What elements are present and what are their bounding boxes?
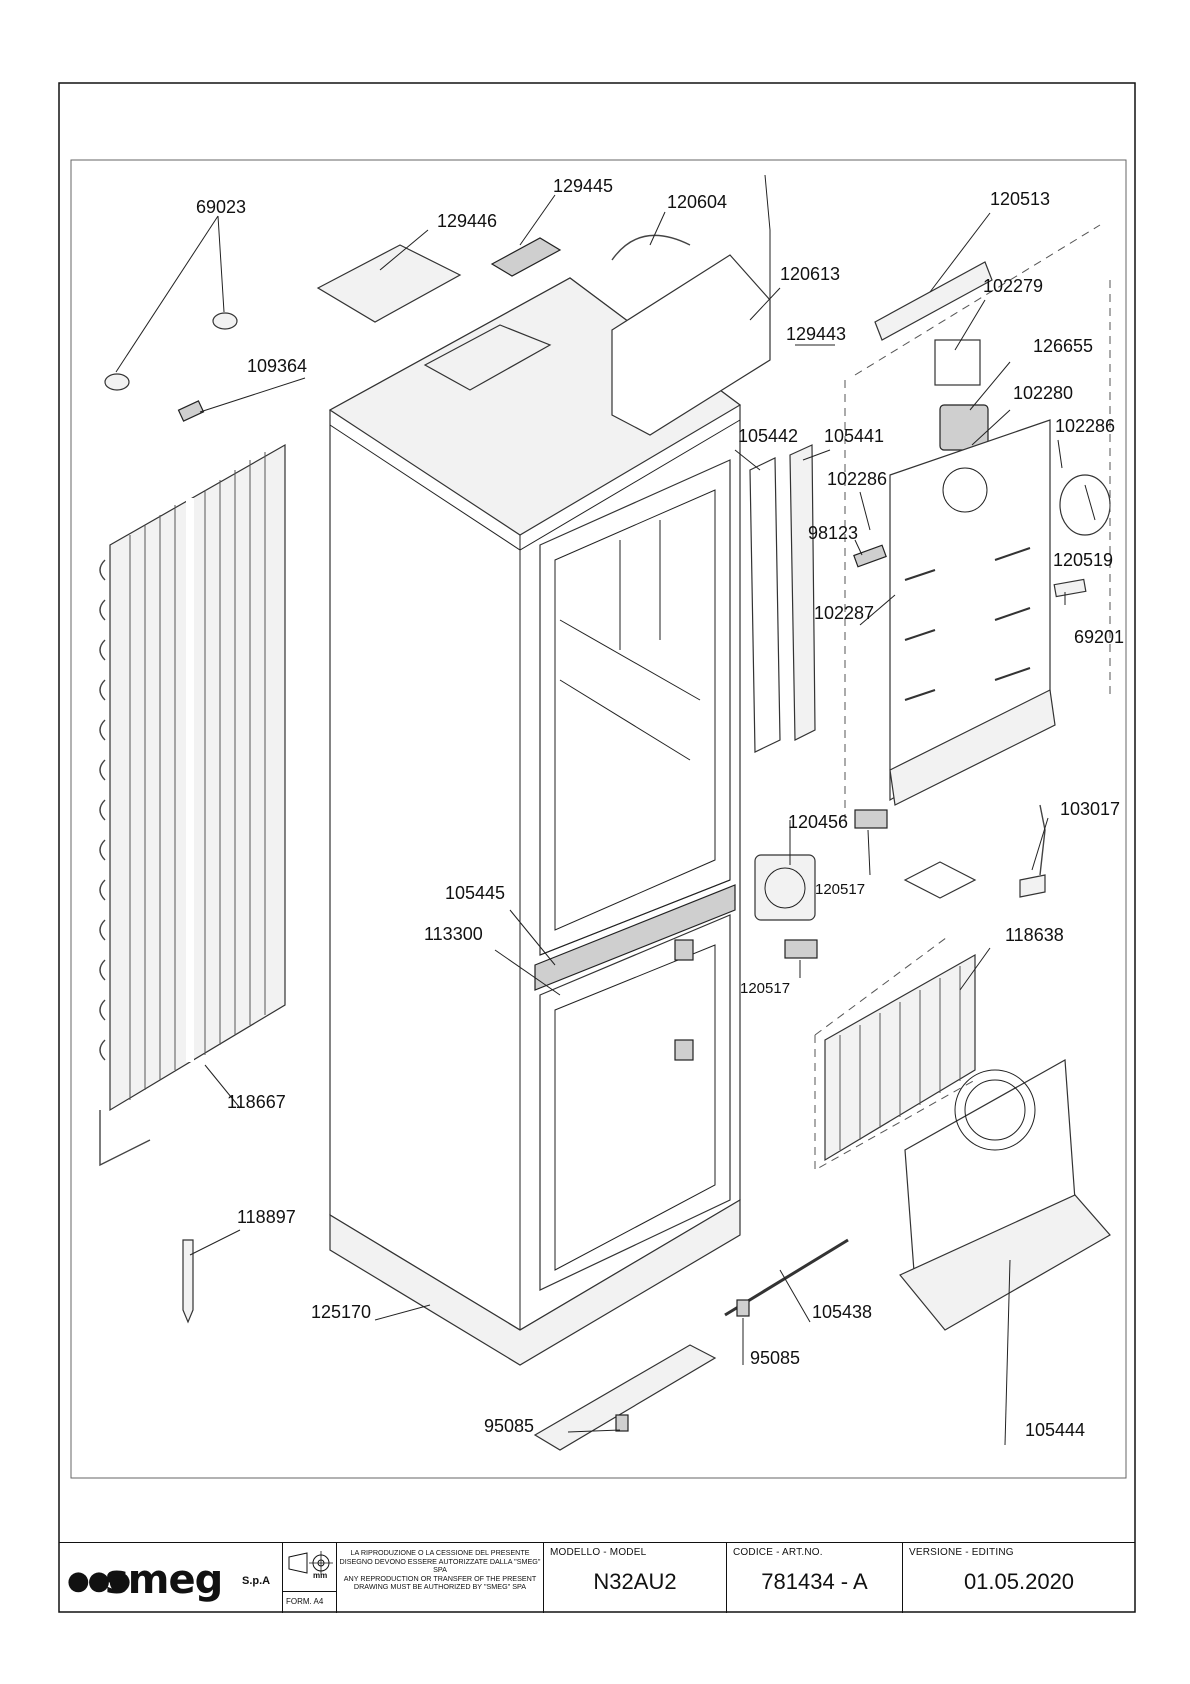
part-120517b	[784, 939, 818, 959]
callout-125170: 125170	[311, 1302, 371, 1322]
callouts: 69023 129446 129445 120604 120513 120613…	[196, 176, 1124, 1440]
part-103017	[1019, 874, 1046, 898]
leader-lines	[115, 194, 1096, 1446]
callout-95085-left: 95085	[484, 1416, 534, 1436]
clips-69023	[104, 312, 238, 391]
part-69201	[1053, 578, 1087, 598]
callout-113300: 113300	[424, 924, 483, 944]
callout-120519: 120519	[1053, 550, 1113, 570]
condenser-coil	[99, 443, 286, 1167]
callout-69201: 69201	[1074, 627, 1124, 647]
projection-cell: mm FORM. A4	[283, 1543, 337, 1613]
callout-69023: 69023	[196, 197, 246, 217]
dash-outline-evap	[814, 1035, 976, 1171]
part-109364	[177, 400, 205, 422]
logo-cell: ●●●smeg S.p.A	[59, 1543, 283, 1613]
part-98123	[853, 544, 887, 568]
callout-120517-lower: 120517	[740, 980, 790, 997]
dash-outline-evap-2	[814, 934, 951, 1036]
version-label: VERSIONE - EDITING	[909, 1547, 1014, 1558]
evaporator-plate-120604	[611, 174, 771, 436]
notice-cell: LA RIPRODUZIONE O LA CESSIONE DEL PRESEN…	[337, 1543, 544, 1613]
part-120517a	[854, 809, 888, 829]
profile-105441	[789, 444, 816, 741]
callout-98123: 98123	[808, 523, 858, 543]
callout-120613: 120613	[780, 264, 840, 284]
callout-95085-right: 95085	[750, 1348, 800, 1368]
part-102279	[934, 339, 981, 386]
cabinet-body	[328, 277, 742, 1366]
model-cell: MODELLO - MODEL N32AU2	[544, 1543, 727, 1613]
version-cell: VERSIONE - EDITING 01.05.2020	[903, 1543, 1135, 1613]
drawing-frame	[70, 159, 1127, 1479]
notice-italian: LA RIPRODUZIONE O LA CESSIONE DEL PRESEN…	[339, 1548, 541, 1575]
model-label: MODELLO - MODEL	[550, 1547, 647, 1558]
callout-118897: 118897	[237, 1207, 296, 1227]
part-120519	[1059, 474, 1111, 536]
callout-120513: 120513	[990, 189, 1050, 209]
callout-120604: 120604	[667, 192, 727, 212]
callout-129445: 129445	[553, 176, 613, 196]
unit-label: mm	[313, 1571, 328, 1580]
callout-105441: 105441	[824, 426, 884, 446]
callout-129446: 129446	[437, 211, 497, 231]
rear-panel-129443	[889, 419, 1056, 806]
callout-102279: 102279	[983, 276, 1043, 296]
callout-105442: 105442	[738, 426, 798, 446]
callout-118638: 118638	[1005, 925, 1064, 945]
callout-102286-mid: 102286	[827, 469, 887, 489]
version-value: 01.05.2020	[963, 1569, 1075, 1594]
evaporator-118638	[824, 953, 976, 1162]
logo-suffix: S.p.A	[242, 1575, 271, 1587]
title-block: ●●●smeg S.p.A mm FORM. A4 LA RIPRODUZION…	[59, 1542, 1135, 1613]
code-label: CODICE - ART.NO.	[733, 1547, 823, 1558]
callout-102280: 102280	[1013, 383, 1073, 403]
callout-102286-top: 102286	[1055, 416, 1115, 436]
profile-105442	[749, 457, 781, 753]
part-120513	[874, 261, 993, 341]
callout-126655: 126655	[1033, 336, 1093, 356]
callout-120456: 120456	[788, 812, 848, 832]
base-plate	[533, 1344, 717, 1451]
callout-120517-upper: 120517	[815, 881, 865, 898]
fan-motor-120456	[754, 854, 816, 921]
projection-symbol-icon	[288, 1551, 333, 1575]
callout-105445: 105445	[445, 883, 505, 903]
callout-105444: 105444	[1025, 1420, 1085, 1440]
callout-105438: 105438	[812, 1302, 872, 1322]
part-118897	[182, 1239, 194, 1324]
part-129446	[316, 244, 462, 323]
part-129445	[490, 237, 562, 277]
callout-102287: 102287	[814, 603, 874, 623]
dash-outline-top	[854, 224, 1101, 376]
format-label: FORM. A4	[286, 1597, 324, 1606]
code-value: 781434 - A	[761, 1569, 868, 1594]
callout-118667: 118667	[227, 1092, 286, 1112]
smeg-logo: ●●●smeg	[67, 1557, 223, 1603]
code-cell: CODICE - ART.NO. 781434 - A	[727, 1543, 903, 1613]
model-value: N32AU2	[593, 1569, 677, 1594]
fan-cover-105444	[899, 1059, 1111, 1331]
callout-109364: 109364	[247, 356, 307, 376]
callout-129443: 129443	[786, 324, 846, 344]
callout-103017: 103017	[1060, 799, 1120, 819]
notice-english: ANY REPRODUCTION OR TRANSFER OF THE PRES…	[343, 1573, 537, 1592]
outer-border	[58, 82, 1136, 1613]
pad	[903, 861, 977, 899]
feet-95085	[615, 1299, 750, 1432]
